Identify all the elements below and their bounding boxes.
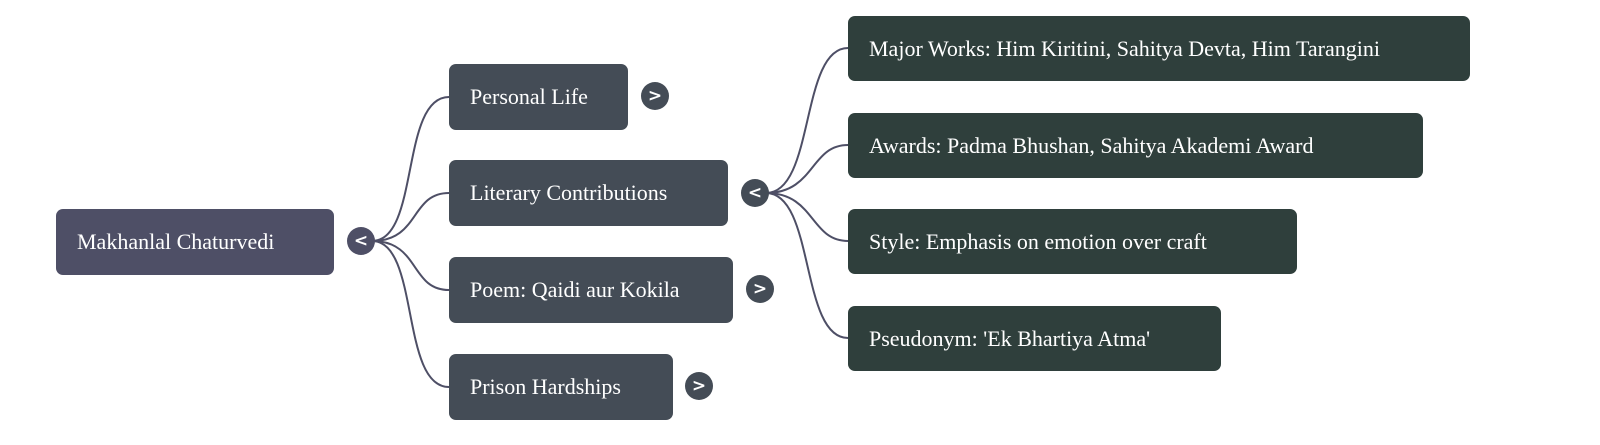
edge-literary-major-works — [765, 47, 849, 194]
leaf-major-works[interactable]: Major Works: Him Kiritini, Sahitya Devta… — [848, 16, 1470, 81]
branch-poem[interactable]: Poem: Qaidi aur Kokila — [449, 257, 733, 323]
branch-literary-contributions[interactable]: Literary Contributions — [449, 160, 728, 226]
expand-toggle-prison[interactable]: > — [685, 372, 713, 400]
leaf-pseudonym[interactable]: Pseudonym: 'Ek Bhartiya Atma' — [848, 306, 1221, 371]
branch-label: Personal Life — [470, 84, 588, 109]
leaf-label: Major Works: Him Kiritini, Sahitya Devta… — [869, 35, 1380, 61]
edge-literary-style — [765, 192, 849, 242]
leaf-style[interactable]: Style: Emphasis on emotion over craft — [848, 209, 1297, 274]
branch-prison-hardships[interactable]: Prison Hardships — [449, 354, 673, 420]
expand-toggle-personal-life[interactable]: > — [641, 82, 669, 110]
branch-label: Literary Contributions — [470, 180, 668, 205]
branch-label: Poem: Qaidi aur Kokila — [470, 277, 680, 302]
edge-root-prison — [371, 240, 450, 388]
branch-label: Prison Hardships — [470, 374, 621, 399]
edge-literary-awards — [765, 144, 849, 194]
edge-root-poem — [371, 240, 450, 291]
edge-root-literary — [371, 192, 450, 242]
edge-literary-pseudonym — [765, 192, 849, 339]
leaf-awards[interactable]: Awards: Padma Bhushan, Sahitya Akademi A… — [848, 113, 1423, 178]
expand-toggle-poem[interactable]: > — [746, 275, 774, 303]
leaf-label: Pseudonym: 'Ek Bhartiya Atma' — [869, 325, 1151, 351]
root-node[interactable]: Makhanlal Chaturvedi — [56, 209, 334, 275]
root-collapse-toggle[interactable]: < — [347, 227, 375, 255]
branch-personal-life[interactable]: Personal Life — [449, 64, 628, 130]
leaf-label: Style: Emphasis on emotion over craft — [869, 228, 1207, 254]
edge-root-personal-life — [371, 96, 450, 242]
collapse-toggle-literary[interactable]: < — [741, 179, 769, 207]
leaf-label: Awards: Padma Bhushan, Sahitya Akademi A… — [869, 132, 1314, 158]
root-label: Makhanlal Chaturvedi — [77, 229, 275, 254]
